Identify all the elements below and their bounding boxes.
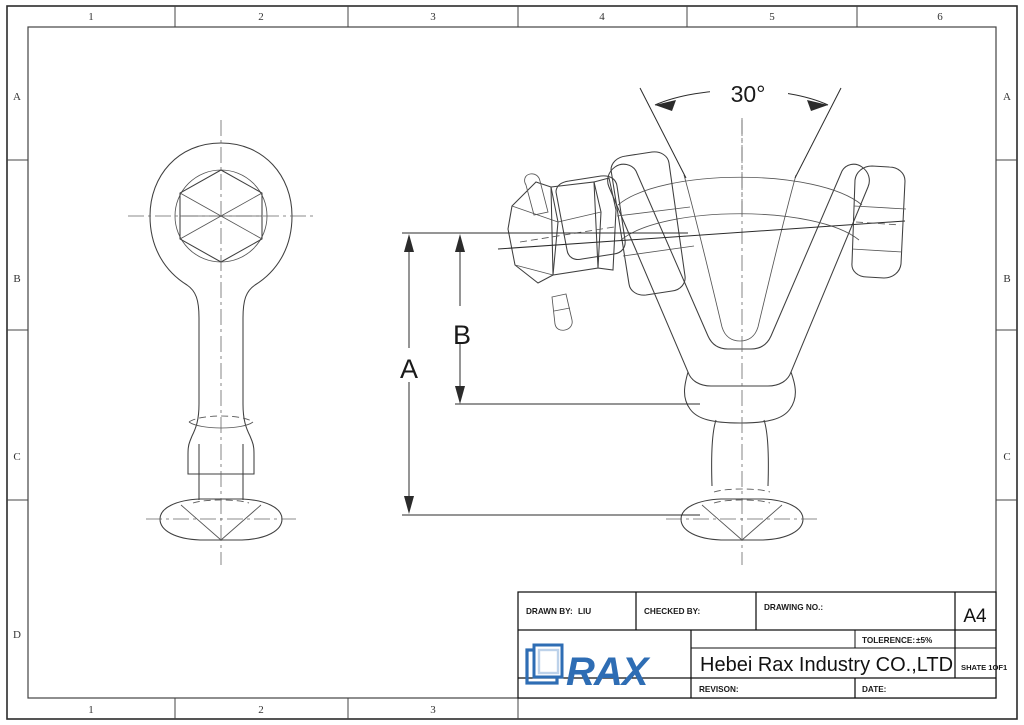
zone-left-b: B (13, 273, 20, 285)
zone-right-c: C (1003, 451, 1010, 463)
drawn-by-label: DRAWN BY: (526, 607, 573, 616)
zone-top-5: 5 (769, 11, 775, 23)
angle-dimension-30: 30° (639, 79, 842, 215)
drawn-by-value[interactable]: LIU (578, 607, 591, 616)
checked-by-label: CHECKED BY: (644, 607, 700, 616)
zone-bottom-2: 2 (258, 704, 264, 716)
dimension-label-a: A (400, 354, 418, 384)
right-view-yoke-assembly: 30° (497, 79, 907, 565)
dimension-label-b: B (453, 320, 471, 350)
date-label: DATE: (862, 685, 886, 694)
logo-frame-icon (525, 643, 564, 685)
zone-top-1: 1 (88, 11, 94, 23)
zone-left-d: D (13, 629, 21, 641)
left-bolt-assembly (497, 151, 906, 331)
zone-right-a: A (1003, 91, 1011, 103)
drawing-no-label: DRAWING NO.: (764, 603, 823, 612)
right-nut-assembly (851, 165, 907, 279)
zone-top-2: 2 (258, 11, 264, 23)
title-block: DRAWN BY: LIU CHECKED BY: DRAWING NO.: A… (517, 591, 1008, 699)
left-view-front-elevation (128, 120, 314, 565)
zone-right-b: B (1003, 273, 1010, 285)
rax-logo: RAX (525, 643, 652, 694)
zone-labels-right: A B C (1003, 91, 1011, 463)
zone-bottom-3: 3 (430, 704, 436, 716)
sheet-count: SHATE 1OF1 (961, 663, 1008, 672)
tolerance-label: TOLERENCE: (862, 636, 915, 645)
zone-left-a: A (13, 91, 21, 103)
logo-wordmark: RAX (566, 650, 651, 694)
sheet-format-a4: A4 (963, 606, 987, 627)
sheet-frame (6, 5, 1018, 720)
tolerance-value: ±5% (916, 636, 933, 645)
zone-labels-bottom: 1 2 3 (88, 704, 436, 716)
company-name: Hebei Rax Industry CO.,LTD (700, 654, 953, 676)
zone-top-6: 6 (937, 11, 943, 23)
dimension-b: B (453, 234, 471, 404)
revision-label: REVISON: (699, 685, 739, 694)
zone-bottom-1: 1 (88, 704, 94, 716)
dimension-a: A (400, 234, 418, 514)
zone-labels-top: 1 2 3 4 5 6 (88, 11, 943, 23)
zone-top-3: 3 (430, 11, 436, 23)
zone-labels-left: A B C D (13, 91, 21, 641)
angle-label-30deg: 30° (731, 81, 766, 107)
dimension-group: A B (400, 232, 700, 516)
zone-left-c: C (13, 451, 20, 463)
zone-top-4: 4 (599, 11, 605, 23)
